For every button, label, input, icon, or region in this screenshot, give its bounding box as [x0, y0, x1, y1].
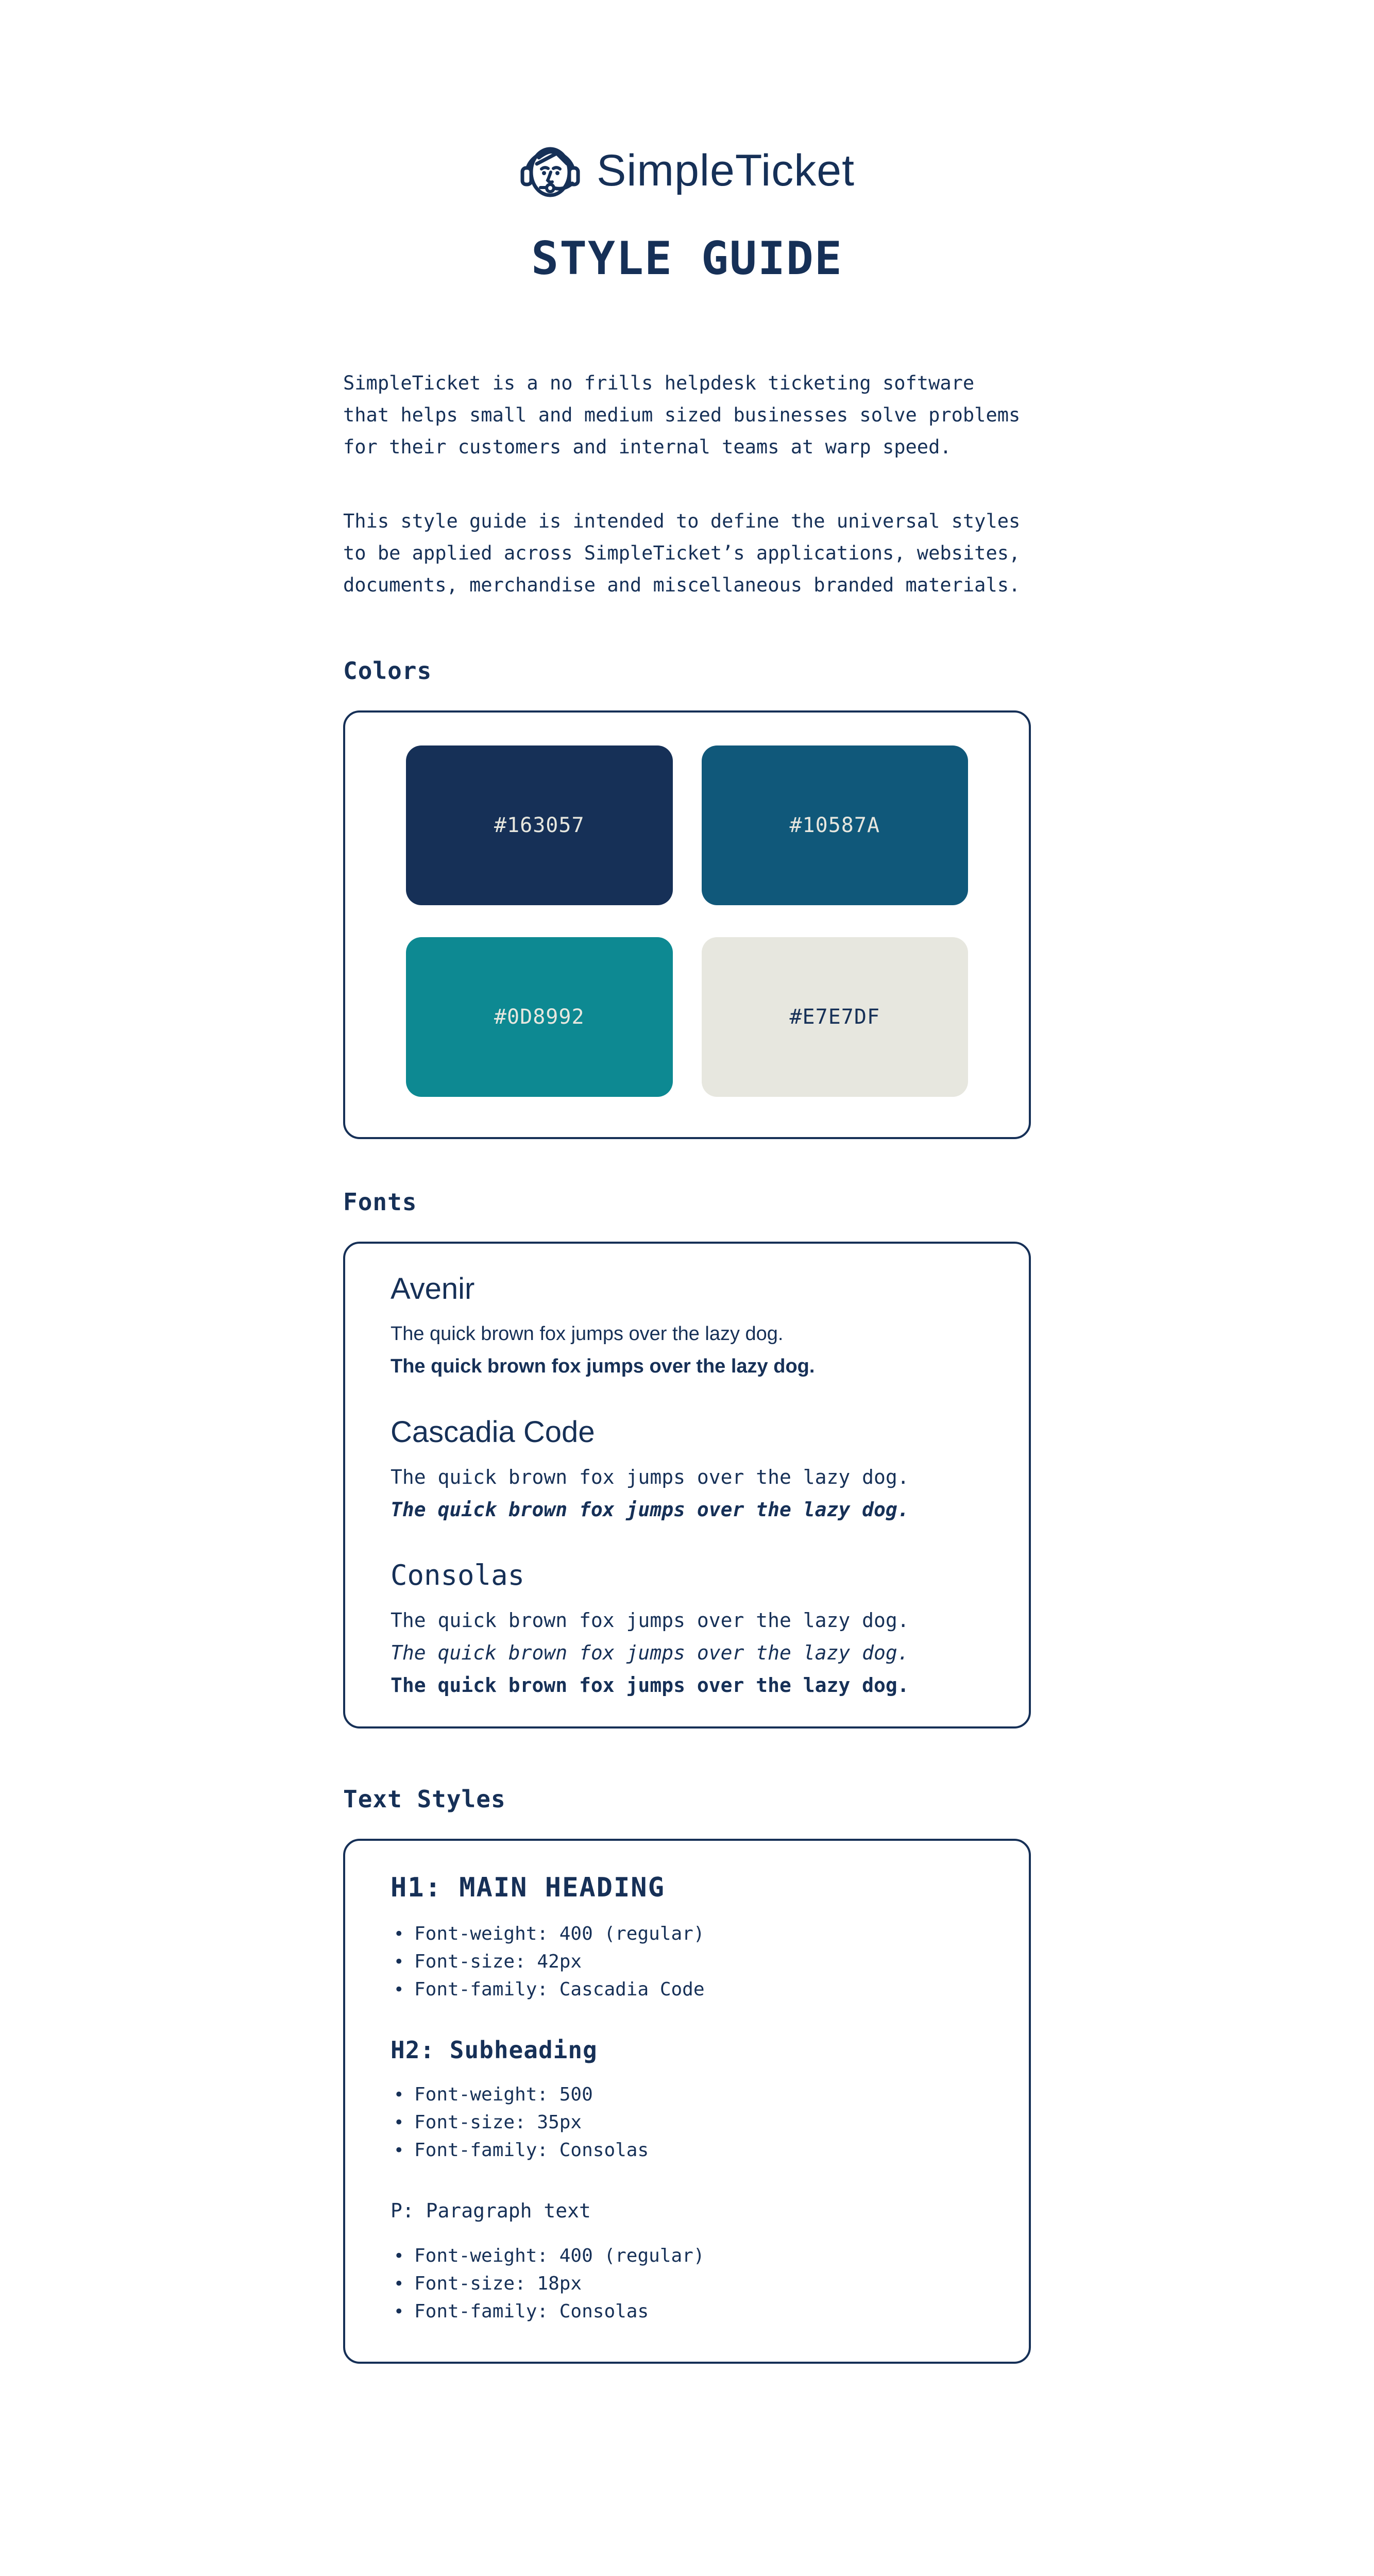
spec-item: Font-size: 35px — [391, 2109, 983, 2137]
spec-item: Font-weight: 400 (regular) — [391, 2242, 983, 2270]
fonts-section: Fonts Avenir The quick brown fox jumps o… — [343, 1188, 1031, 1728]
swatch-label: #0D8992 — [494, 1005, 585, 1029]
spec-item: Font-size: 18px — [391, 2270, 983, 2298]
colors-section: Colors #163057 #10587A #0D8992 #E7E7DF — [343, 657, 1031, 1139]
font-sample-cascadia-regular: The quick brown fox jumps over the lazy … — [391, 1466, 909, 1488]
intro-paragraph-2: This style guide is intended to define t… — [343, 510, 1021, 596]
font-sample-avenir-medium: The quick brown fox jumps over the lazy … — [391, 1355, 815, 1377]
color-swatch-blue: #10587A — [701, 745, 968, 905]
intro-paragraph-1: SimpleTicket is a no frills helpdesk tic… — [343, 372, 1021, 458]
p-spec-list: Font-weight: 400 (regular) Font-size: 18… — [391, 2242, 983, 2326]
color-swatch-navy: #163057 — [406, 745, 673, 905]
h1-style-label: H1: MAIN HEADING — [391, 1872, 665, 1903]
text-styles-heading: Text Styles — [343, 1785, 506, 1813]
spec-item: Font-family: Consolas — [391, 2137, 983, 2164]
font-sample-cascadia-bold-italic: The quick brown fox jumps over the lazy … — [391, 1498, 909, 1521]
support-agent-headset-icon — [519, 138, 581, 203]
h2-spec-list: Font-weight: 500 Font-size: 35px Font-fa… — [391, 2081, 983, 2164]
page-header: SimpleTicket STYLE GUIDE — [0, 0, 1374, 285]
font-sample-consolas-italic: The quick brown fox jumps over the lazy … — [391, 1641, 909, 1664]
fonts-panel: Avenir The quick brown fox jumps over th… — [343, 1242, 1031, 1728]
font-name-cascadia-code: Cascadia Code — [391, 1415, 595, 1449]
font-group-cascadia-code: Cascadia Code The quick brown fox jumps … — [391, 1414, 983, 1526]
fonts-heading: Fonts — [343, 1188, 417, 1216]
brand-name: SimpleTicket — [596, 145, 855, 195]
font-sample-consolas-bold: The quick brown fox jumps over the lazy … — [391, 1674, 909, 1697]
spec-item: Font-family: Cascadia Code — [391, 1976, 983, 2004]
h2-style-label: H2: Subheading — [391, 2036, 598, 2064]
spec-item: Font-family: Consolas — [391, 2298, 983, 2326]
font-sample-avenir-regular: The quick brown fox jumps over the lazy … — [391, 1323, 784, 1345]
swatch-label: #E7E7DF — [789, 1005, 880, 1029]
brand-logo: SimpleTicket — [0, 138, 1374, 203]
font-group-avenir: Avenir The quick brown fox jumps over th… — [391, 1270, 983, 1383]
swatch-label: #10587A — [789, 814, 880, 837]
h1-spec-list: Font-weight: 400 (regular) Font-size: 42… — [391, 1920, 983, 2004]
intro-section: SimpleTicket is a no frills helpdesk tic… — [343, 367, 1024, 601]
spec-item: Font-size: 42px — [391, 1948, 983, 1976]
text-styles-panel: H1: MAIN HEADING Font-weight: 400 (regul… — [343, 1839, 1031, 2364]
spec-item: Font-weight: 500 — [391, 2081, 983, 2109]
colors-heading: Colors — [343, 657, 432, 685]
swatch-label: #163057 — [494, 814, 585, 837]
spec-item: Font-weight: 400 (regular) — [391, 1920, 983, 1948]
page-title: STYLE GUIDE — [531, 232, 843, 285]
font-name-consolas: Consolas — [391, 1559, 525, 1591]
font-group-consolas: Consolas The quick brown fox jumps over … — [391, 1557, 983, 1702]
swatch-grid: #163057 #10587A #0D8992 #E7E7DF — [406, 745, 968, 1097]
color-swatch-light: #E7E7DF — [701, 937, 968, 1097]
content-column: SimpleTicket is a no frills helpdesk tic… — [343, 367, 1031, 2576]
colors-panel: #163057 #10587A #0D8992 #E7E7DF — [343, 710, 1031, 1139]
text-styles-section: Text Styles H1: MAIN HEADING Font-weight… — [343, 1785, 1031, 2364]
font-name-avenir: Avenir — [391, 1272, 475, 1306]
font-sample-consolas-regular: The quick brown fox jumps over the lazy … — [391, 1609, 909, 1632]
p-style-label: P: Paragraph text — [391, 2199, 591, 2222]
color-swatch-teal: #0D8992 — [406, 937, 673, 1097]
